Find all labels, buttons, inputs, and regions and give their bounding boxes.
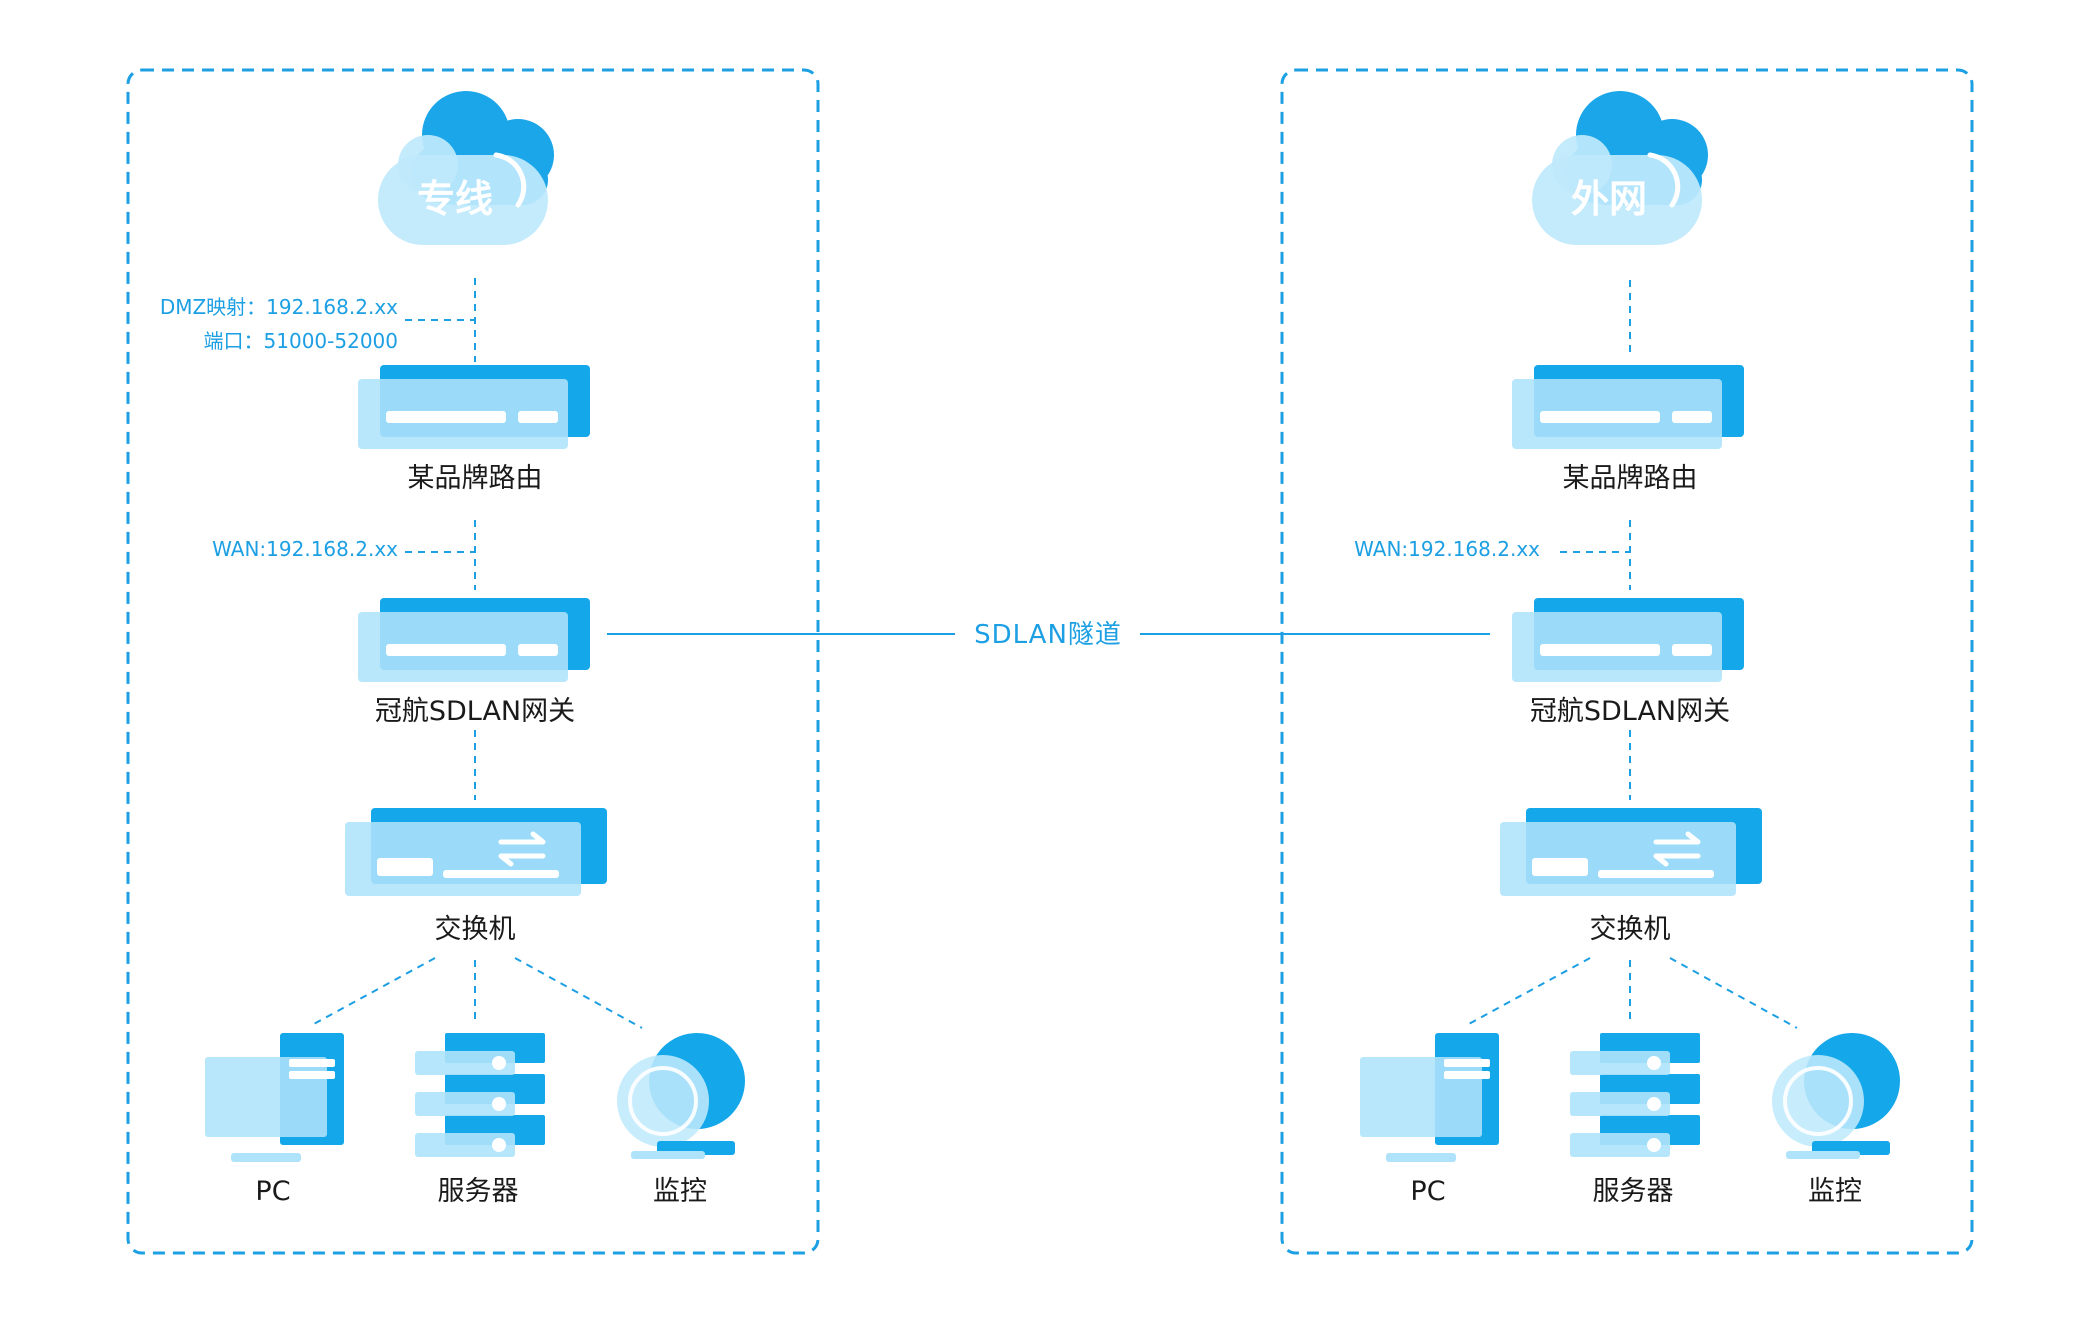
right-gateway-label: 冠航SDLAN网关 xyxy=(1530,696,1730,727)
left-switch-label: 交换机 xyxy=(435,914,516,945)
left-gateway-icon xyxy=(358,598,590,682)
left-router-icon xyxy=(358,365,590,449)
right-site-boundary xyxy=(1280,68,1974,1255)
right-switch-label: 交换机 xyxy=(1590,914,1671,945)
left-camera-label: 监控 xyxy=(653,1176,707,1207)
left-switch-icon xyxy=(345,808,607,896)
right-pc-icon xyxy=(1360,1033,1499,1162)
right-camera-icon xyxy=(1770,1031,1902,1161)
left-cloud-icon xyxy=(378,91,554,245)
sdlan-tunnel-label: SDLAN隧道 xyxy=(974,620,1122,650)
right-pc-label: PC xyxy=(1410,1176,1445,1207)
right-wan-label: WAN:192.168.2.xx xyxy=(1354,537,1540,561)
right-server-icon xyxy=(1570,1033,1700,1157)
right-router-label: 某品牌路由 xyxy=(1563,463,1698,494)
left-gateway-label: 冠航SDLAN网关 xyxy=(375,696,575,727)
right-cloud-label: 外网 xyxy=(1571,177,1647,221)
right-connectors xyxy=(1466,280,1798,1029)
left-server-label: 服务器 xyxy=(438,1176,519,1207)
right-gateway-icon xyxy=(1512,598,1744,682)
right-router-icon xyxy=(1512,365,1744,449)
left-router-label: 某品牌路由 xyxy=(408,463,543,494)
left-site-boundary xyxy=(126,68,820,1255)
left-pc-icon xyxy=(205,1033,344,1162)
left-dmz-mapping: DMZ映射：192.168.2.xx xyxy=(160,295,398,319)
right-camera-label: 监控 xyxy=(1808,1176,1862,1207)
right-server-label: 服务器 xyxy=(1593,1176,1674,1207)
left-pc-label: PC xyxy=(255,1176,290,1207)
left-server-icon xyxy=(415,1033,545,1157)
left-dmz-port: 端口：51000-52000 xyxy=(204,329,398,353)
right-switch-icon xyxy=(1500,808,1762,896)
left-cloud-label: 专线 xyxy=(417,177,493,221)
left-camera-icon xyxy=(615,1031,747,1161)
right-cloud-icon xyxy=(1532,91,1708,245)
left-wan-label: WAN:192.168.2.xx xyxy=(212,537,398,561)
left-connectors xyxy=(311,278,643,1029)
